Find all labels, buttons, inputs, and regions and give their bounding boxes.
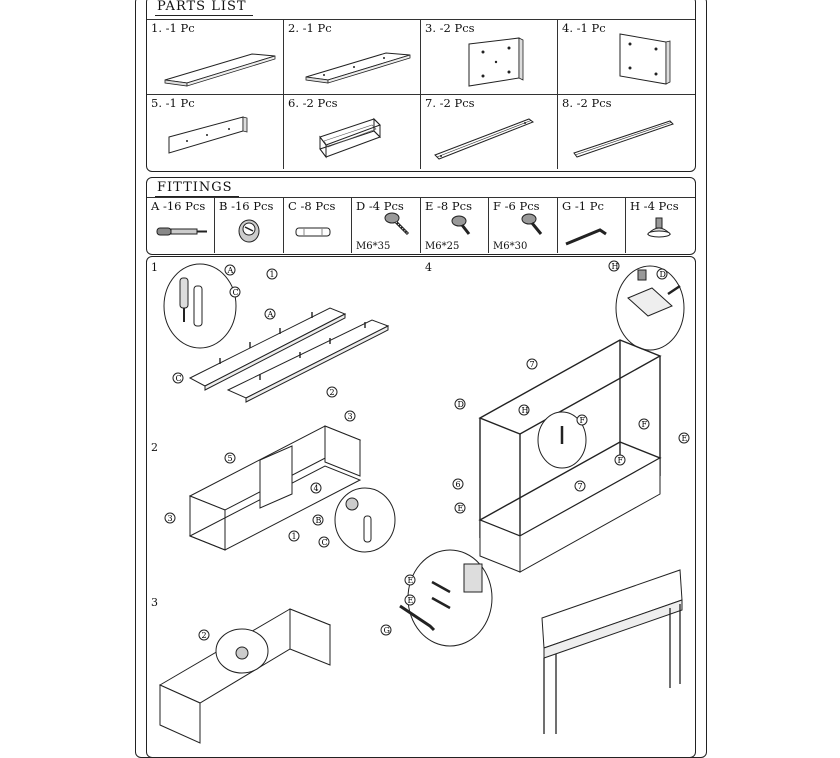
- parts-list-section: PARTS LIST 1. -1 Pc 2. -1 Pc 3. -2 Pcs: [146, 0, 696, 172]
- callout-d-2: D: [458, 400, 464, 409]
- fitting-b: B -16 Pcs: [215, 197, 284, 253]
- callout-b: B: [316, 516, 322, 525]
- part-7-label: 7. -2 Pcs: [425, 96, 475, 110]
- part-8-label: 8. -2 Pcs: [562, 96, 612, 110]
- callout-3: 3: [348, 412, 353, 421]
- fitting-f-bolt: [521, 213, 543, 235]
- callout-a: A: [227, 266, 234, 275]
- part-3: 3. -2 Pcs: [421, 19, 558, 94]
- fitting-a: A -16 Pcs: [147, 197, 215, 253]
- fittings-grid: A -16 Pcs B -16 Pcs C -8 Pcs D -4 Pcs: [147, 197, 695, 253]
- callout-c-2: C: [176, 374, 182, 383]
- callout-7-2: 7: [578, 482, 583, 491]
- callout-e-3: E: [408, 576, 414, 585]
- callout-h-2: H: [522, 406, 529, 415]
- callout-e-4: E: [408, 596, 414, 605]
- callout-2: 2: [330, 388, 335, 397]
- fitting-a-label: A -16 Pcs: [151, 199, 206, 213]
- fitting-h-leveling-foot: [646, 217, 672, 238]
- part-1: 1. -1 Pc: [147, 19, 284, 94]
- parts-list-title: PARTS LIST: [155, 0, 253, 16]
- step-1-number: 1: [151, 261, 158, 274]
- part-3-drawing: [468, 37, 524, 87]
- callout-3-2: 3: [168, 514, 173, 523]
- fitting-d-bolt: [384, 212, 410, 236]
- step-2-number: 2: [151, 441, 158, 454]
- fitting-b-label: B -16 Pcs: [219, 199, 274, 213]
- part-5-label: 5. -1 Pc: [151, 96, 195, 110]
- fitting-d: D -4 Pcs M6*35: [352, 197, 421, 253]
- callout-e-2: E: [458, 504, 464, 513]
- fitting-e-label: E -8 Pcs: [425, 199, 472, 213]
- fitting-g-label: G -1 Pc: [562, 199, 604, 213]
- fitting-f-label: F -6 Pcs: [493, 199, 540, 213]
- step-4-number: 4: [425, 261, 432, 274]
- fittings-title: FITTINGS: [155, 180, 239, 197]
- callout-g: G: [384, 626, 390, 635]
- hex-key-icon: [565, 228, 607, 246]
- fitting-b-cam-lock: [238, 219, 260, 243]
- fitting-c-dowel: [295, 227, 331, 237]
- callout-c-3: C: [322, 538, 328, 547]
- part-4-drawing: [619, 33, 671, 85]
- callout-6: 6: [456, 480, 461, 489]
- part-1-drawing: [164, 53, 276, 87]
- callout-f-3: F: [618, 456, 624, 465]
- part-6: 6. -2 Pcs: [284, 94, 421, 169]
- fitting-c-label: C -8 Pcs: [288, 199, 336, 213]
- callout-h: H: [612, 262, 619, 271]
- callout-f: F: [580, 416, 586, 425]
- callout-4: 4: [314, 484, 319, 493]
- step-1-drawing: A C 1 A C 2: [163, 263, 390, 403]
- step-3-drawing: 2: [158, 608, 332, 744]
- callout-c: C: [233, 288, 239, 297]
- part-1-label: 1. -1 Pc: [151, 21, 195, 35]
- callout-a-2: A: [267, 310, 274, 319]
- step-3-number: 3: [151, 596, 158, 609]
- fitting-g: G -1 Pc: [558, 197, 626, 253]
- parts-grid: 1. -1 Pc 2. -1 Pc 3. -2 Pcs: [147, 19, 695, 169]
- fitting-a-cam-bolt: [156, 227, 207, 236]
- fitting-f: F -6 Pcs M6*30: [489, 197, 558, 253]
- fittings-section: FITTINGS A -16 Pcs B -16 Pcs C -8 Pcs: [146, 177, 696, 255]
- fitting-e: E -8 Pcs M6*25: [421, 197, 489, 253]
- fitting-c: C -8 Pcs: [284, 197, 352, 253]
- part-4: 4. -1 Pc: [558, 19, 695, 94]
- part-4-label: 4. -1 Pc: [562, 21, 606, 35]
- fitting-h: H -4 Pcs: [626, 197, 695, 253]
- fitting-d-spec: M6*35: [356, 241, 391, 252]
- fitting-f-spec: M6*30: [493, 241, 528, 252]
- part-5: 5. -1 Pc: [147, 94, 284, 169]
- callout-f-2: F: [642, 420, 648, 429]
- part-6-label: 6. -2 Pcs: [288, 96, 338, 110]
- callout-d: D: [660, 270, 666, 279]
- step-2-drawing: 3 5 4 3 B C 1: [164, 410, 396, 553]
- callout-5: 5: [228, 454, 233, 463]
- fitting-h-label: H -4 Pcs: [630, 199, 679, 213]
- part-3-label: 3. -2 Pcs: [425, 21, 475, 35]
- part-7-drawing: [434, 118, 535, 160]
- part-6-drawing: [319, 117, 381, 159]
- callout-e: E: [682, 434, 688, 443]
- fitting-d-label: D -4 Pcs: [356, 199, 404, 213]
- part-2-label: 2. -1 Pc: [288, 21, 332, 35]
- step-4-drawing: H D 7 D H F F E F 6 7 E E E G: [380, 260, 690, 734]
- callout-1: 1: [270, 270, 275, 279]
- part-5-drawing: [168, 116, 248, 154]
- fitting-e-bolt: [451, 215, 471, 235]
- part-8: 8. -2 Pcs: [558, 94, 695, 169]
- callout-7: 7: [530, 360, 535, 369]
- callout-1-2: 1: [292, 532, 297, 541]
- part-7: 7. -2 Pcs: [421, 94, 558, 169]
- part-8-drawing: [573, 120, 674, 158]
- callout-2-2: 2: [202, 631, 207, 640]
- part-2-drawing: [305, 52, 411, 84]
- part-2: 2. -1 Pc: [284, 19, 421, 94]
- fitting-e-spec: M6*25: [425, 241, 460, 252]
